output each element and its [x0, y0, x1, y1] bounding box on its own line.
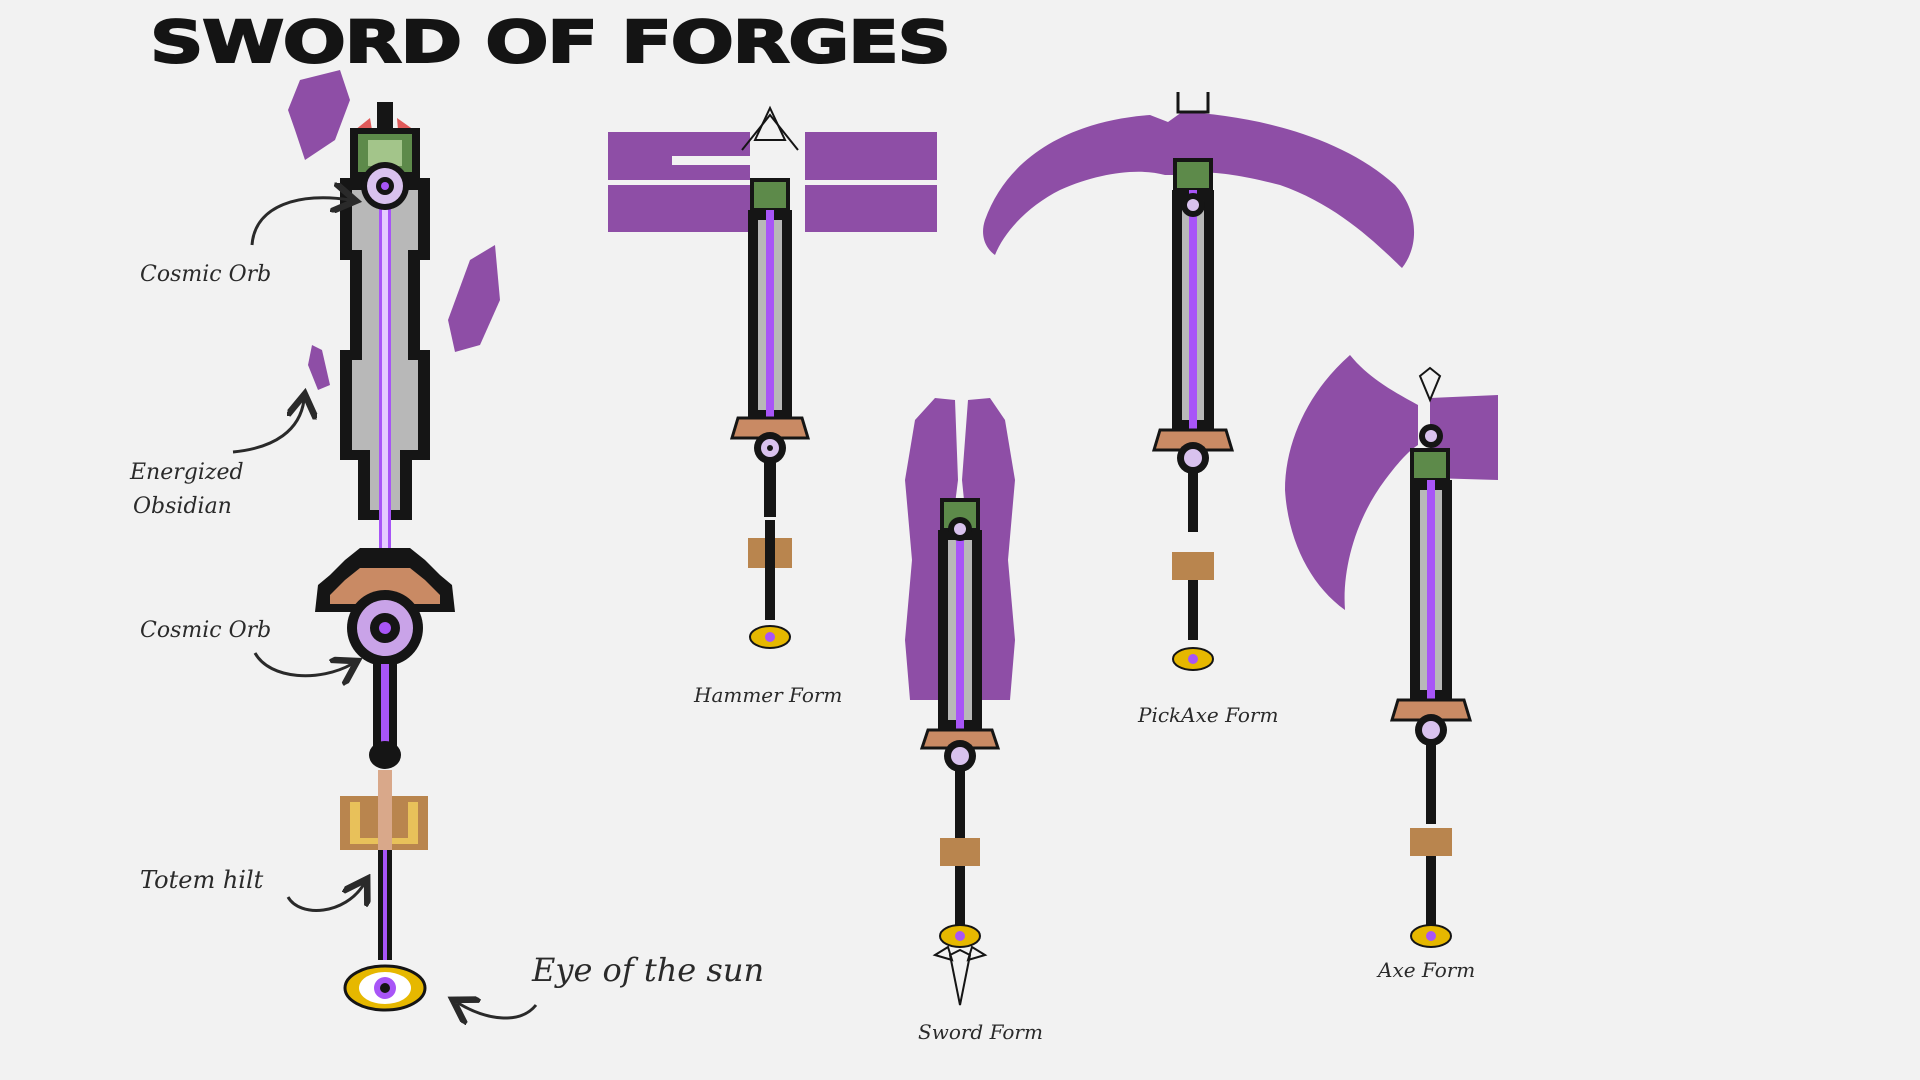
callout-energized-line2: Obsidian	[133, 494, 232, 519]
pickaxe-form	[983, 92, 1415, 671]
arrow-cosmic-orb-mid	[253, 652, 352, 676]
main-sword	[288, 70, 500, 1012]
label-sword-form: Sword Form	[918, 1020, 1043, 1044]
arrow-eye-of-sun	[458, 1003, 538, 1018]
callout-cosmic-orb-mid: Cosmic Orb	[140, 618, 272, 643]
crystal-shard	[308, 345, 330, 390]
crystal-shard	[288, 70, 350, 160]
callout-cosmic-orb-top: Cosmic Orb	[140, 262, 272, 287]
arrow-totem-hilt	[286, 884, 364, 912]
page-title: SWORD OF FORGES	[149, 7, 953, 77]
label-pickaxe-form: PickAxe Form	[1138, 703, 1279, 727]
label-hammer-form: Hammer Form	[694, 683, 843, 707]
callout-eye-of-sun: Eye of the sun	[532, 951, 765, 989]
crystal-shard	[448, 245, 500, 352]
label-axe-form: Axe Form	[1378, 958, 1476, 982]
sword-form	[905, 398, 1015, 1006]
arrow-cosmic-orb-top	[250, 198, 350, 246]
hammer-form	[608, 105, 937, 649]
callout-totem-hilt: Totem hilt	[140, 866, 264, 894]
axe-form	[1285, 355, 1498, 948]
callout-energized-line1: Energized	[130, 460, 244, 485]
arrow-energized-obsidian	[232, 400, 304, 454]
